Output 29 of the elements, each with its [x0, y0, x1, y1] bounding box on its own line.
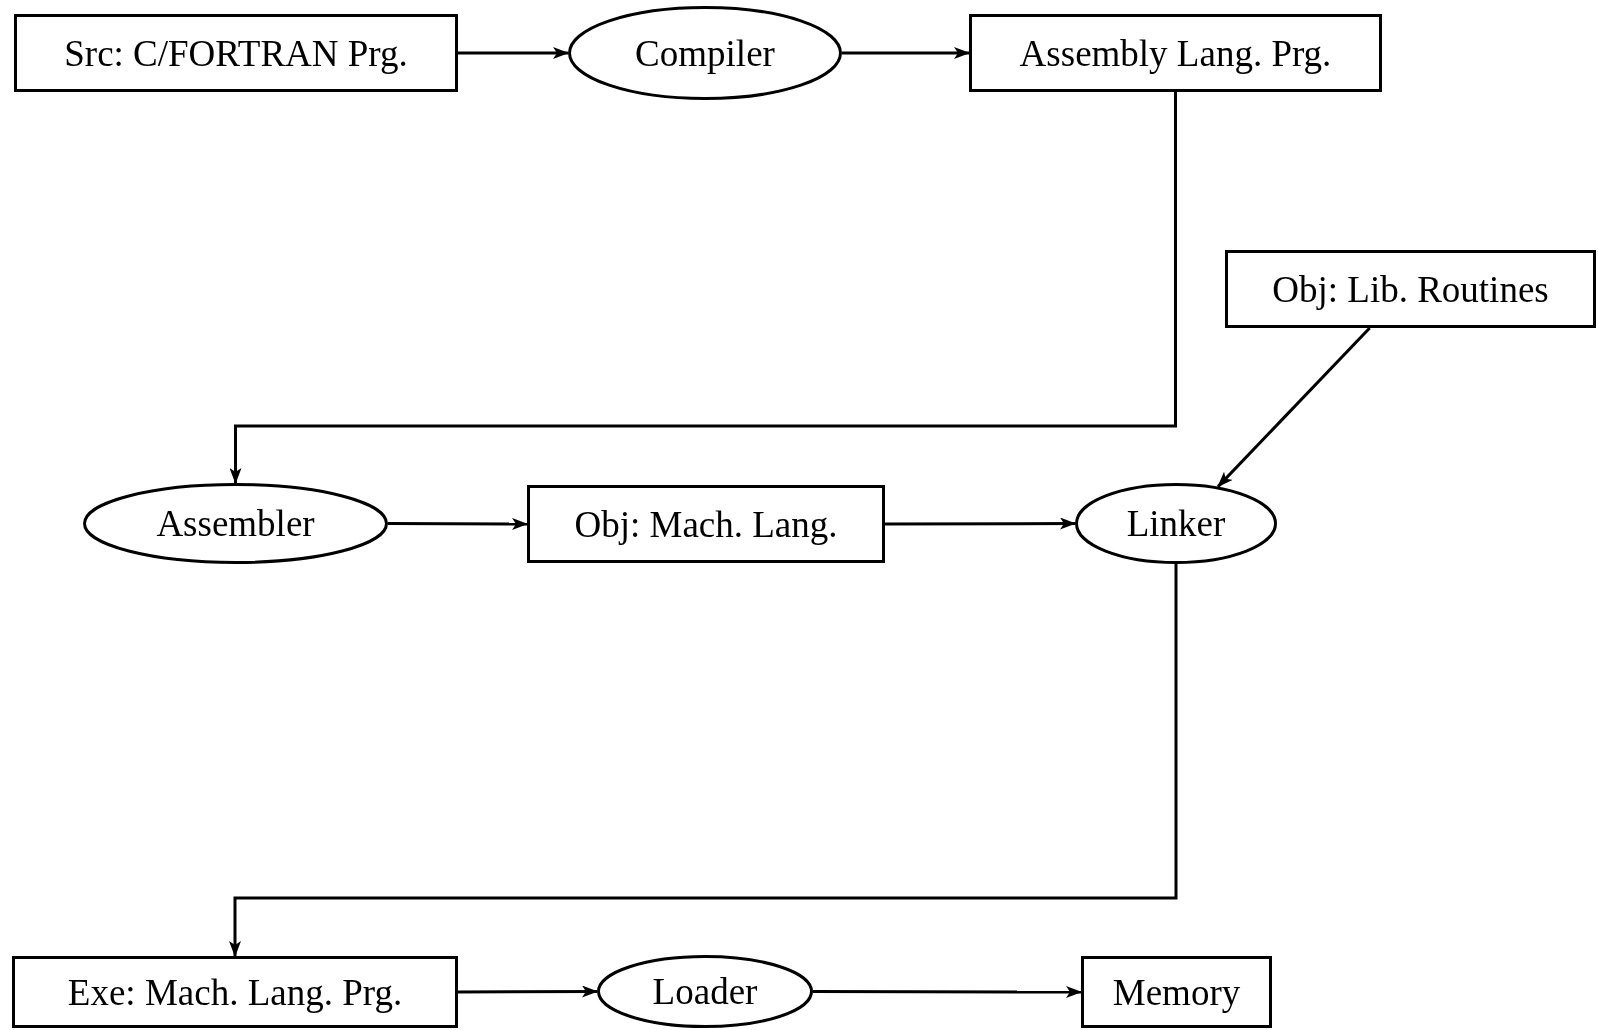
- node-label: Compiler: [635, 34, 775, 72]
- node-label: Assembler: [156, 505, 315, 542]
- node-label: Obj: Lib. Routines: [1272, 270, 1549, 308]
- process-ellipse: [568, 6, 842, 100]
- data-box: [14, 14, 458, 92]
- arrow: [813, 985, 1082, 998]
- arrow: [229, 92, 1177, 484]
- node-label: Src: C/FORTRAN Prg.: [64, 34, 408, 72]
- arrow: [842, 47, 970, 59]
- arrow: [885, 517, 1076, 530]
- node-label: Exe: Mach. Lang. Prg.: [67, 973, 403, 1011]
- arrow: [458, 985, 598, 998]
- data-box: [12, 956, 458, 1028]
- arrow: [388, 517, 528, 530]
- process-ellipse: [597, 955, 813, 1028]
- process-ellipse: [1075, 483, 1277, 564]
- node-label: Memory: [1112, 973, 1241, 1011]
- data-box: [969, 14, 1382, 92]
- node-label: Assembly Lang. Prg.: [1019, 34, 1332, 72]
- node-label: Obj: Mach. Lang.: [574, 505, 838, 543]
- data-box: [1081, 956, 1272, 1028]
- node-label: Linker: [1126, 505, 1226, 542]
- arrow: [229, 564, 1178, 957]
- data-box: [1225, 250, 1596, 328]
- arrow: [458, 47, 569, 59]
- arrow: [1216, 326, 1371, 488]
- process-ellipse: [83, 483, 388, 564]
- data-box: [527, 485, 885, 563]
- node-label: Loader: [652, 973, 758, 1010]
